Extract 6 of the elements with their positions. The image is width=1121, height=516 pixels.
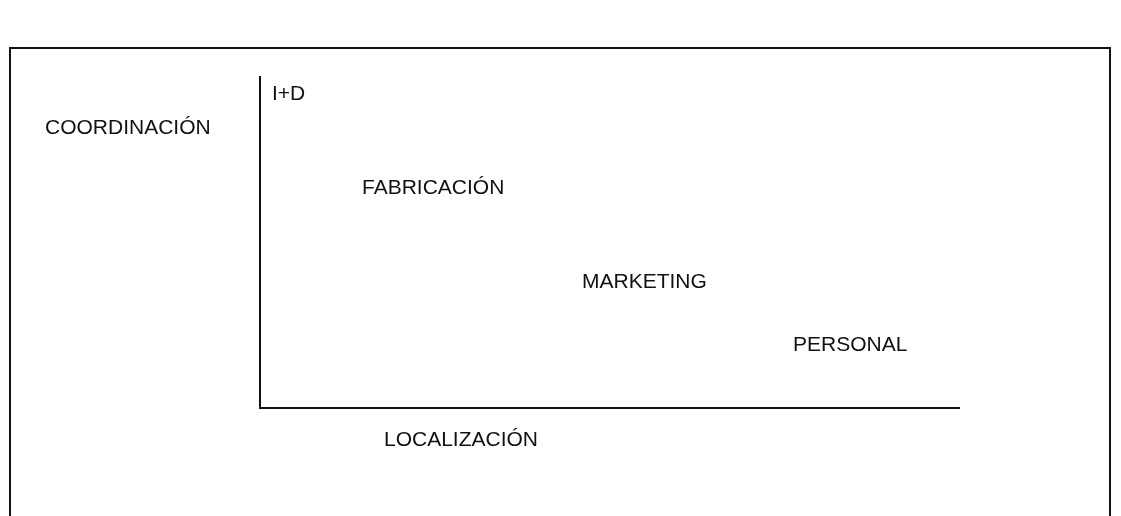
axis-label: LOCALIZACIÓN	[384, 428, 539, 449]
axis-label: COORDINACIÓN	[45, 116, 211, 137]
item-label: I+D	[272, 82, 306, 103]
item-label: PERSONAL	[793, 333, 908, 354]
item-label: MARKETING	[582, 270, 707, 291]
item-label: FABRICACIÓN	[362, 176, 505, 197]
